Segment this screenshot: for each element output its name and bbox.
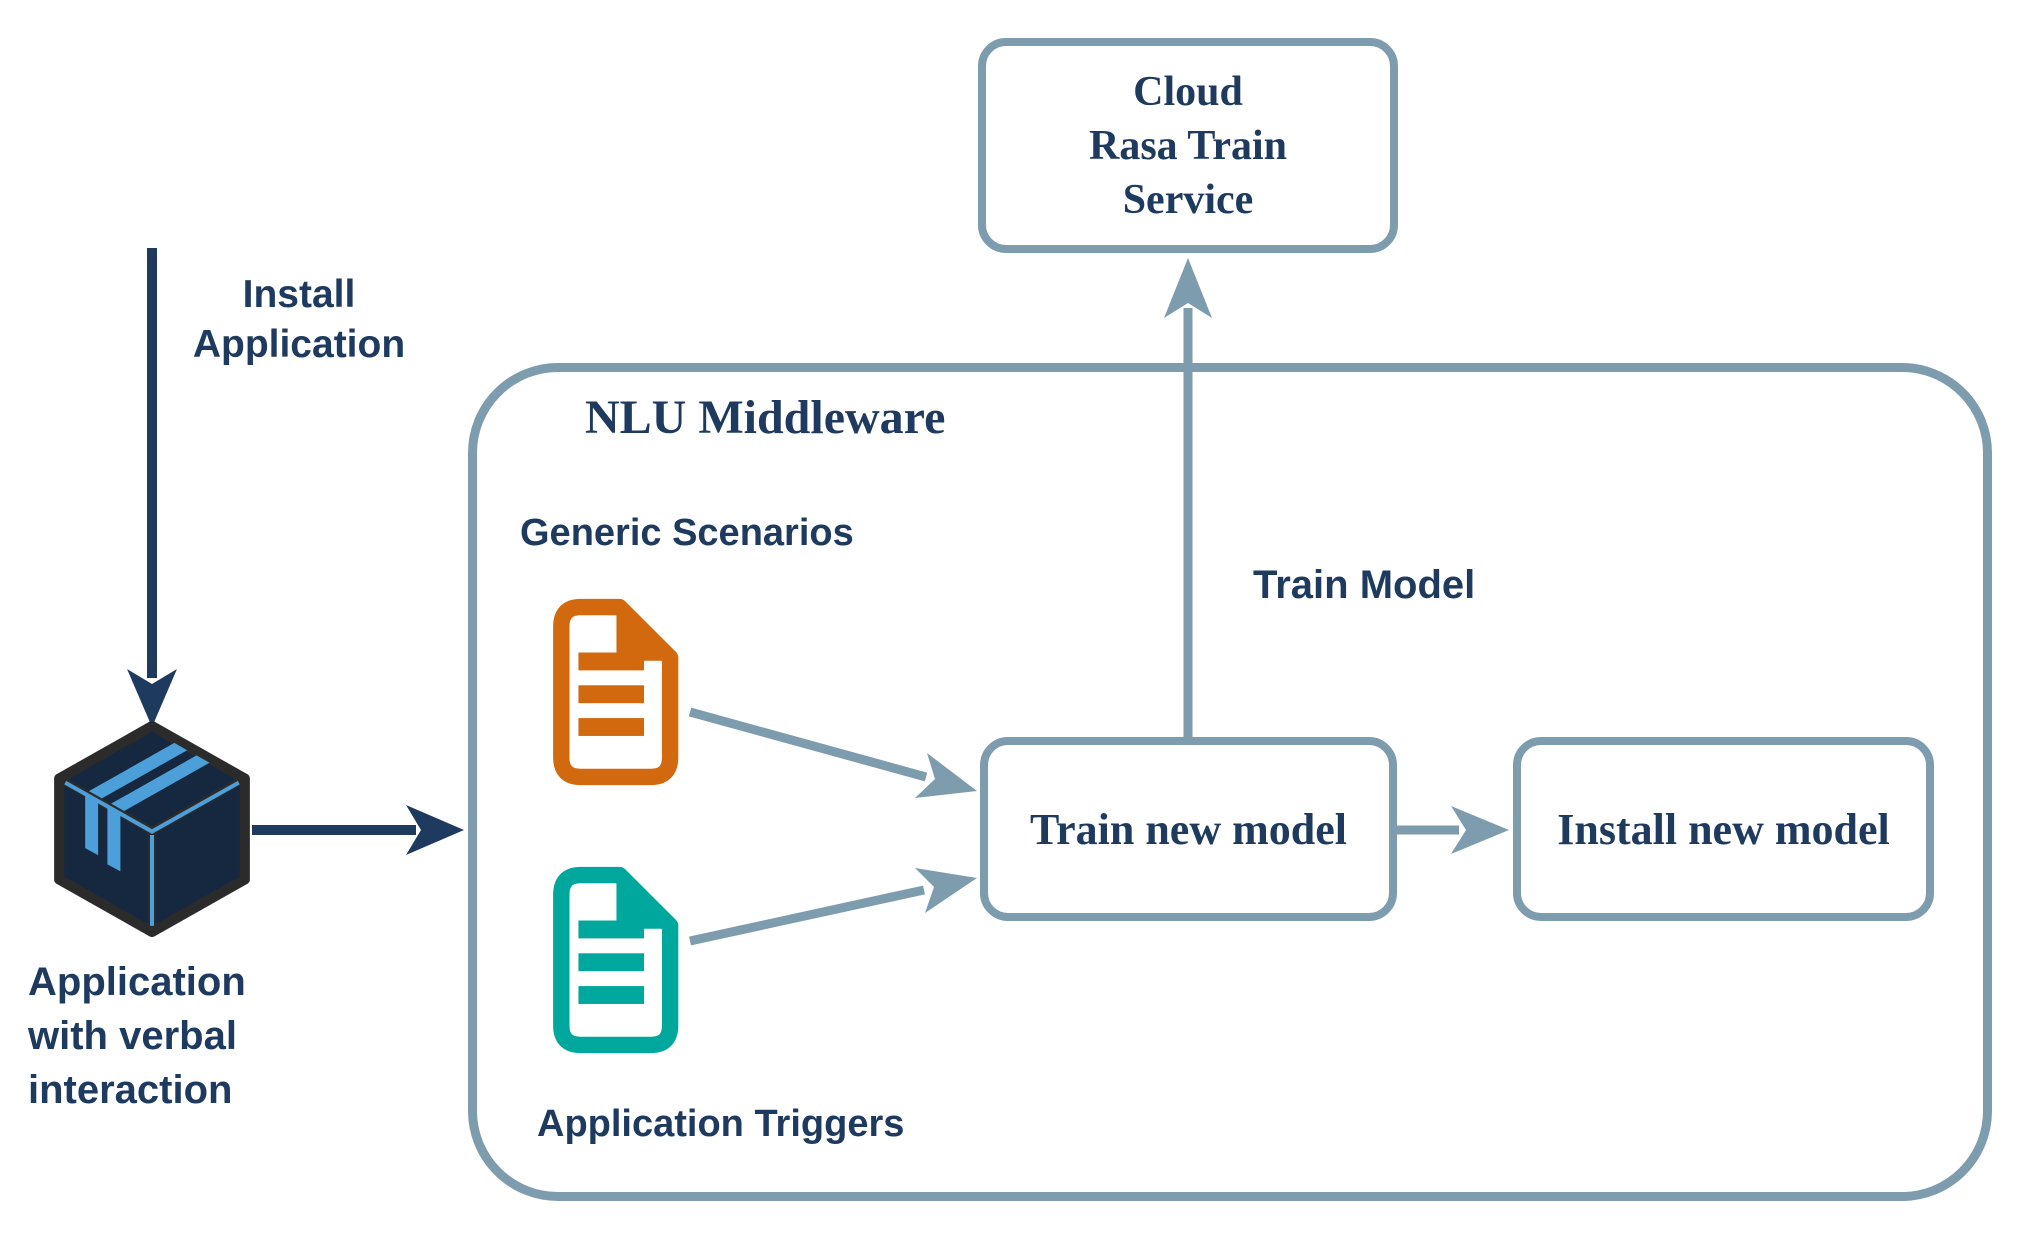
document-icon-generic-scenarios xyxy=(553,598,679,786)
install-application-arrow xyxy=(127,248,177,727)
cloud-rasa-train-service-node: Cloud Rasa Train Service xyxy=(978,38,1398,253)
generic-scenarios-label: Generic Scenarios xyxy=(520,512,854,554)
application-triggers-label: Application Triggers xyxy=(537,1103,905,1145)
train-new-model-node: Train new model xyxy=(980,737,1397,921)
scenarios-to-train-arrow xyxy=(688,707,977,798)
nlu-middleware-title: NLU Middleware xyxy=(585,391,946,444)
install-application-label: Install Application xyxy=(192,273,406,366)
train-new-model-label: Train new model xyxy=(1030,804,1347,854)
application-with-verbal-interaction-label: Application with verbal interaction xyxy=(28,960,246,1112)
triggers-to-train-arrow xyxy=(689,868,977,946)
install-new-model-node: Install new model xyxy=(1513,737,1934,921)
train-model-arrow xyxy=(1164,258,1212,737)
nlu-middleware-container xyxy=(468,363,1992,1201)
train-model-label: Train Model xyxy=(1253,563,1476,607)
package-icon xyxy=(54,721,250,937)
cloud-rasa-train-service-label: Cloud Rasa Train Service xyxy=(1089,68,1287,223)
document-icon-application-triggers xyxy=(553,866,679,1054)
train-to-install-arrow xyxy=(1397,806,1509,854)
install-new-model-label: Install new model xyxy=(1557,804,1890,854)
app-to-middleware-arrow xyxy=(252,805,464,855)
